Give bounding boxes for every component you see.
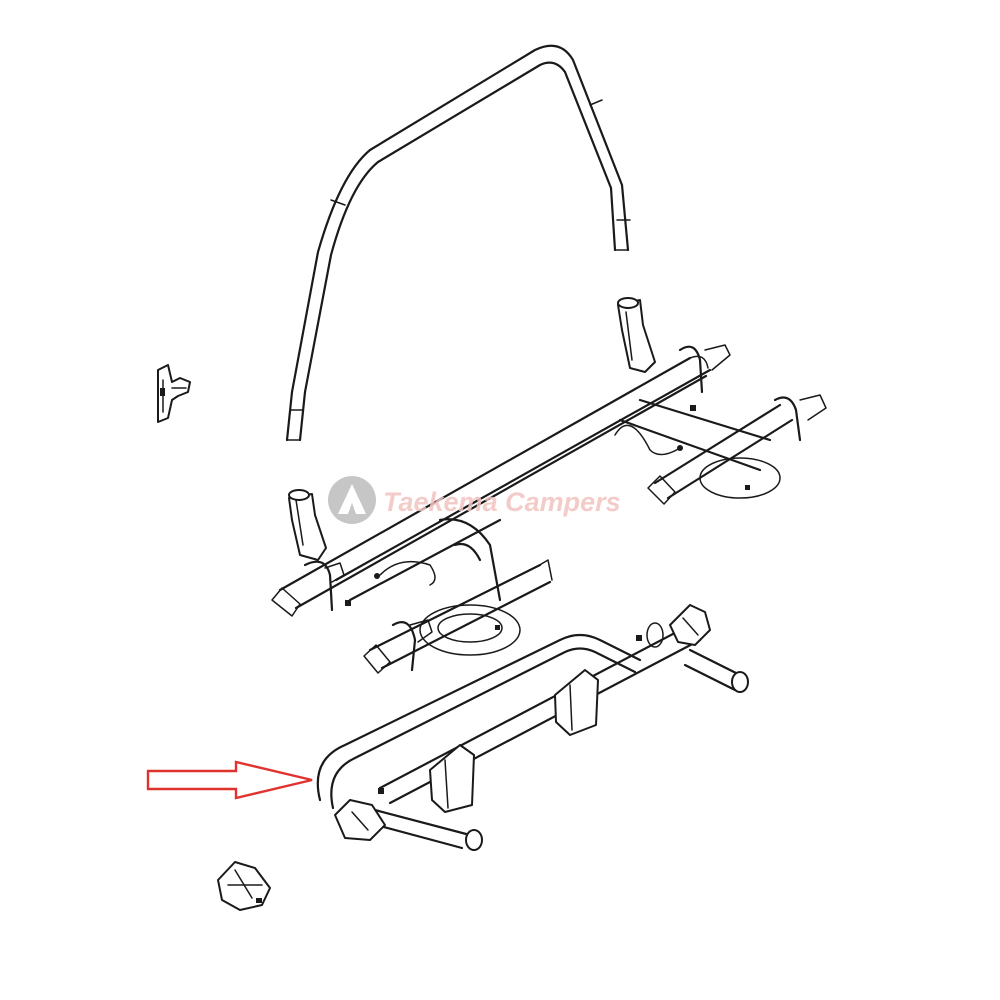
upper-rack-assembly	[271, 297, 827, 674]
watermark-text: Taekema Campers	[383, 487, 621, 517]
lower-rear-frame-tube	[316, 604, 749, 851]
highlight-arrow	[146, 760, 313, 800]
loose-wheel-clamp	[217, 861, 271, 911]
watermark: Taekema Campers	[328, 476, 621, 524]
small-mounting-clamp	[157, 364, 191, 423]
upright-arch-frame	[285, 44, 631, 442]
